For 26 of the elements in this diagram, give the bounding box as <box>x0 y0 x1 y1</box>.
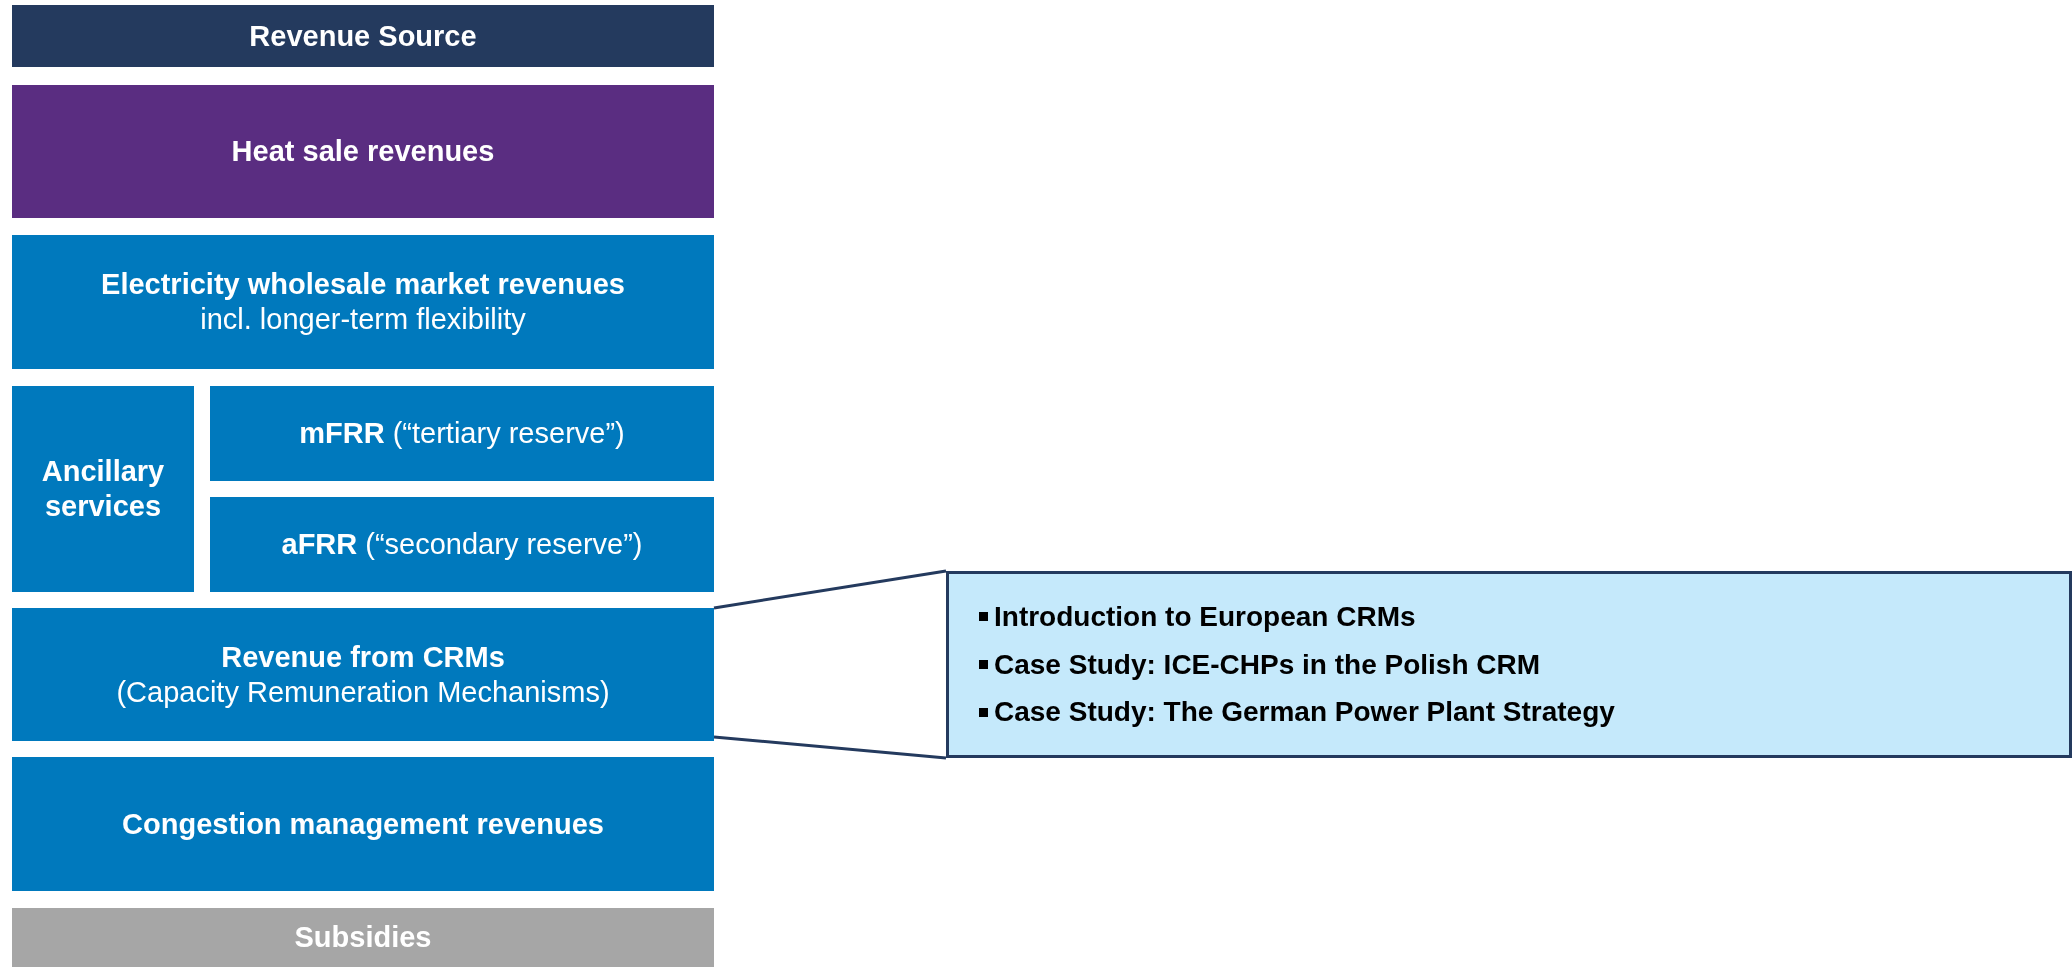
bullet-text: Case Study: ICE-CHPs in the Polish CRM <box>994 647 1541 682</box>
category-note: (Capacity Remuneration Mechanisms) <box>116 674 610 710</box>
category-label: Congestion management revenues <box>122 806 604 842</box>
category-label: Revenue from CRMs <box>221 639 505 675</box>
category-box <box>12 608 714 741</box>
category-box <box>210 497 714 592</box>
category-label: aFRR (“secondary reserve”) <box>281 527 643 562</box>
category-note: incl. longer-term flexibility <box>200 302 526 337</box>
bullet-text: Introduction to European CRMs <box>994 600 1416 634</box>
category-box <box>210 386 714 481</box>
category-box <box>12 85 714 218</box>
connector-line <box>713 569 947 610</box>
category-label: Subsidies <box>294 920 432 955</box>
category-label: mFRR (“tertiary reserve”) <box>299 416 625 451</box>
category-box <box>12 908 714 967</box>
bullet-text: Case Study: The German Power Plant Strategy <box>994 695 1615 729</box>
heading: Revenue Source <box>249 18 477 54</box>
category-label: Electricity wholesale market revenues <box>101 267 625 302</box>
connector-line <box>713 735 947 760</box>
header-band <box>12 5 714 67</box>
category-box <box>12 757 714 891</box>
category-box <box>12 235 714 369</box>
category-label: Ancillary services <box>40 454 166 524</box>
callout-box <box>946 571 2072 758</box>
category-label: Heat sale revenues <box>231 134 495 169</box>
category-box <box>12 386 194 592</box>
